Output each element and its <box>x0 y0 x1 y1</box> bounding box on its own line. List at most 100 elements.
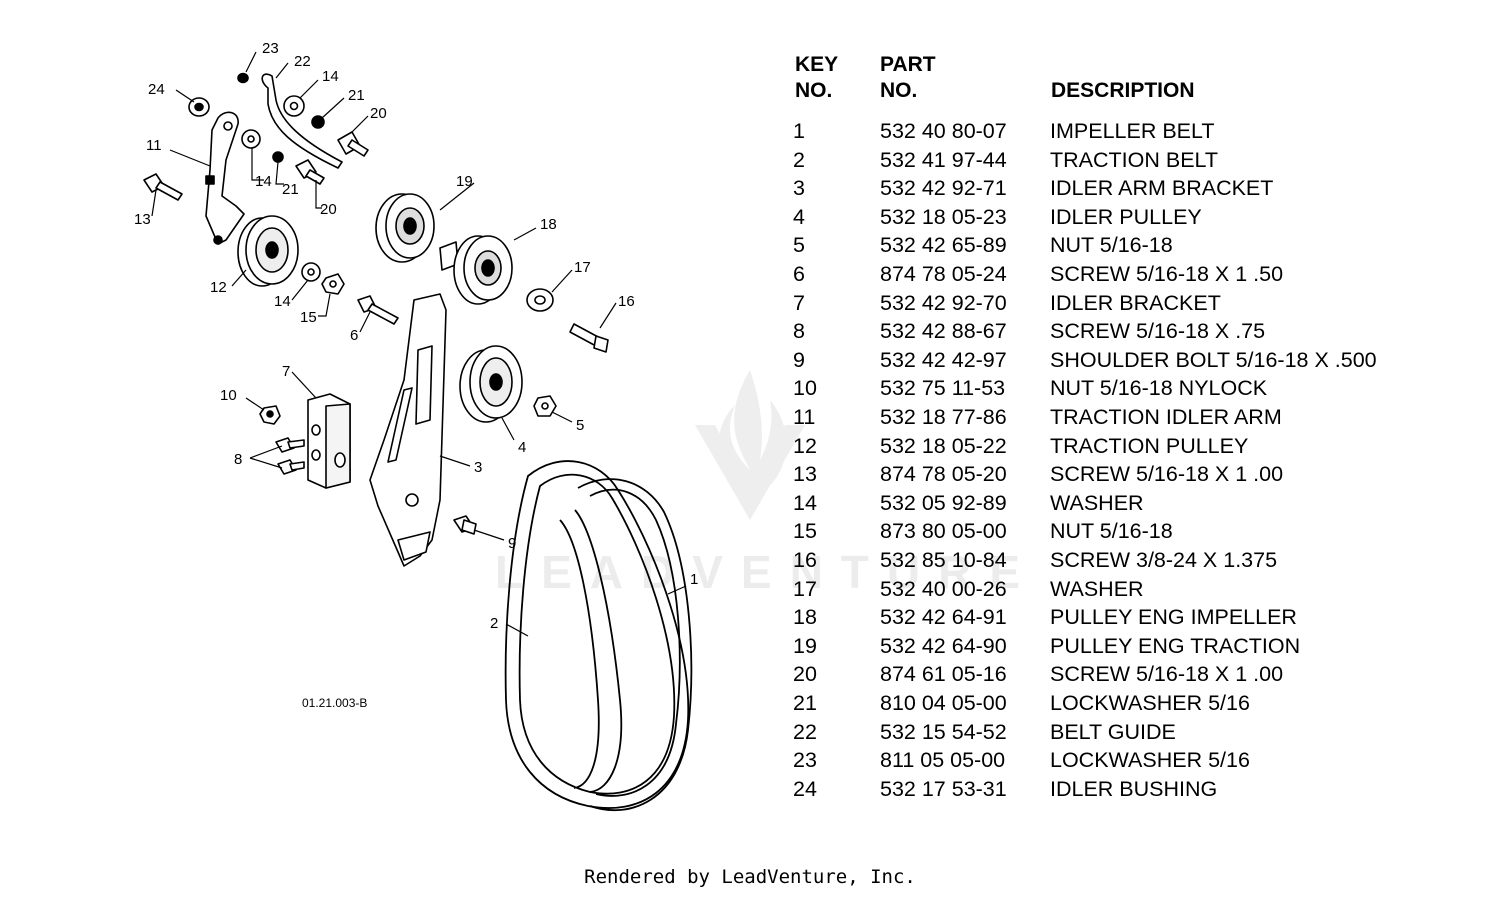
callout-18: 18 <box>540 216 557 233</box>
part-number-cell: 874 78 05-24 <box>880 262 1007 286</box>
description-cell: NUT 5/16-18 <box>1050 233 1173 258</box>
part-nut-5 <box>533 395 557 417</box>
description-cell: SCREW 3/8-24 X 1.375 <box>1050 548 1278 572</box>
key-cell: 9 <box>793 347 805 372</box>
callout-10: 10 <box>220 387 237 404</box>
callout-14c: 14 <box>274 293 291 310</box>
key-cell: 6 <box>793 262 805 286</box>
key-cell: 5 <box>793 233 805 258</box>
callout-22: 22 <box>294 53 311 70</box>
description-cell: TRACTION IDLER ARM <box>1050 405 1282 429</box>
key-cell: 16 <box>793 548 817 572</box>
callout-11: 11 <box>146 137 162 154</box>
callout-5: 5 <box>576 417 584 434</box>
part-nut-10 <box>259 405 281 425</box>
callout-13: 13 <box>134 211 151 228</box>
part-number-cell: 532 41 97-44 <box>880 147 1007 172</box>
part-number-cell: 874 78 05-20 <box>880 462 1007 487</box>
part-number-cell: 811 05 05-00 <box>880 748 1006 773</box>
callout-12: 12 <box>210 279 227 296</box>
description-cell: WASHER <box>1050 490 1144 515</box>
description-cell: IDLER BUSHING <box>1050 776 1218 801</box>
callout-19: 19 <box>456 173 473 190</box>
part-number-cell: 532 40 80-07 <box>880 119 1007 143</box>
key-cell: 24 <box>793 776 817 801</box>
callout-20b: 20 <box>320 201 337 218</box>
callout-20: 20 <box>370 105 387 122</box>
part-screw-20b <box>295 159 325 185</box>
description-cell: IMPELLER BELT <box>1050 119 1215 143</box>
part-number-cell: 532 18 05-22 <box>880 433 1007 458</box>
key-cell: 21 <box>793 691 817 715</box>
description-cell: TRACTION BELT <box>1050 147 1219 172</box>
part-number-cell: 532 42 64-91 <box>880 605 1007 630</box>
description-cell: SCREW 5/16-18 X 1 .00 <box>1050 662 1284 687</box>
key-cell: 20 <box>793 662 817 687</box>
key-cell: 18 <box>793 605 817 630</box>
part-nut-15 <box>321 273 345 295</box>
part-screw-13 <box>143 173 183 201</box>
callout-3: 3 <box>474 459 482 476</box>
description-cell: PULLEY ENG IMPELLER <box>1050 605 1297 630</box>
key-cell: 12 <box>793 433 817 458</box>
part-washer-14c <box>301 262 321 282</box>
part-washer-17 <box>526 288 554 312</box>
part-shoulder-bolt-9 <box>453 515 477 535</box>
description-cell: SCREW 5/16-18 X 1 .50 <box>1050 262 1284 286</box>
callout-17: 17 <box>574 259 591 276</box>
part-screw-6 <box>357 295 399 325</box>
callout-2: 2 <box>490 615 498 632</box>
part-number-cell: 532 17 53-31 <box>880 776 1007 801</box>
part-screw-16 <box>569 323 609 353</box>
key-cell: 13 <box>793 462 817 487</box>
key-cell: 4 <box>793 204 805 229</box>
key-cell: 23 <box>793 748 817 773</box>
part-impeller-belt <box>577 478 693 811</box>
callout-7: 7 <box>282 363 290 380</box>
part-screw-8b <box>277 459 305 475</box>
callout-24: 24 <box>148 81 165 98</box>
callout-8: 8 <box>234 451 242 468</box>
key-cell: 14 <box>793 490 817 515</box>
key-cell: 17 <box>793 576 817 601</box>
figure-id: 01.21.003-B <box>302 696 367 710</box>
header-key: KEY NO. <box>795 53 839 102</box>
description-cell: LOCKWASHER 5/16 <box>1050 748 1250 773</box>
description-cell: NUT 5/16-18 <box>1050 519 1173 544</box>
description-cell: IDLER BRACKET <box>1050 290 1221 315</box>
description-cell: SHOULDER BOLT 5/16-18 X .500 <box>1050 347 1377 372</box>
part-washer-14a <box>283 95 305 117</box>
callout-23: 23 <box>262 40 279 57</box>
part-idler-arm-bracket <box>369 293 447 567</box>
key-cell: 15 <box>793 519 817 544</box>
callout-14: 14 <box>322 68 339 85</box>
part-pulley-eng-impeller <box>439 235 513 305</box>
part-number-cell: 532 75 11-53 <box>880 376 1006 401</box>
part-number-cell: 532 42 92-71 <box>880 176 1007 201</box>
part-lockwasher-23 <box>237 72 249 84</box>
callout-1: 1 <box>690 571 698 588</box>
key-cell: 3 <box>793 176 805 201</box>
description-cell: SCREW 5/16-18 X .75 <box>1050 319 1266 344</box>
callout-4: 4 <box>518 439 526 456</box>
part-number-cell: 532 42 64-90 <box>880 633 1007 658</box>
key-cell: 8 <box>793 319 805 344</box>
description-cell: LOCKWASHER 5/16 <box>1050 691 1250 715</box>
description-cell: IDLER PULLEY <box>1050 204 1202 229</box>
description-cell: IDLER ARM BRACKET <box>1050 176 1274 201</box>
callout-16: 16 <box>618 293 635 310</box>
part-number-cell: 532 85 10-84 <box>880 548 1007 572</box>
callout-6: 6 <box>350 327 358 344</box>
description-cell: BELT GUIDE <box>1050 719 1176 744</box>
callout-labels: 24 23 22 14 21 20 11 14 21 20 13 19 18 1… <box>134 40 698 710</box>
part-traction-pulley <box>237 215 299 287</box>
header-part: PART NO. <box>880 53 936 102</box>
callout-21b: 21 <box>282 181 299 198</box>
description-cell: TRACTION PULLEY <box>1050 433 1249 458</box>
key-cell: 19 <box>793 633 817 658</box>
key-cell: 2 <box>793 147 805 172</box>
watermark-text: LEADVENTURE <box>495 546 1039 598</box>
callout-9: 9 <box>508 535 516 552</box>
part-screw-20a <box>337 131 369 157</box>
part-idler-bracket <box>307 393 351 489</box>
